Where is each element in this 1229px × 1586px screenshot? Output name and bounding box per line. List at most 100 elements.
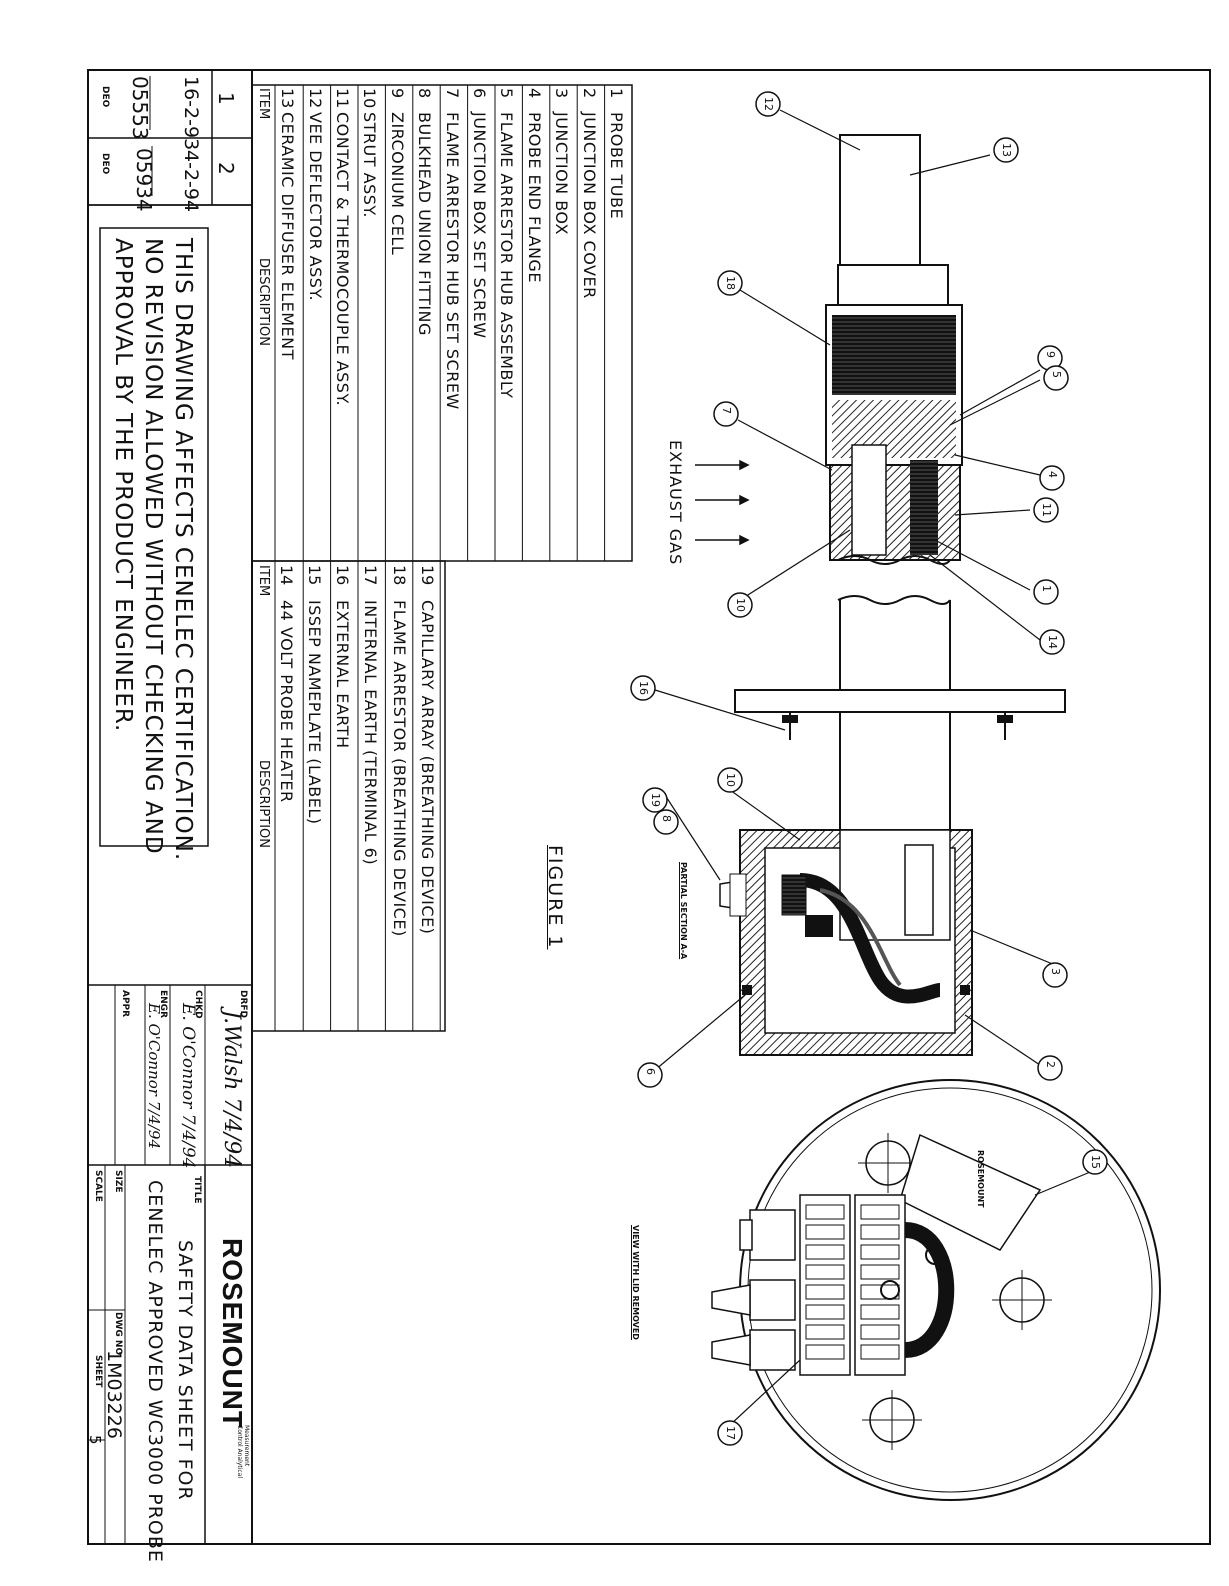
table-row-item: 14	[276, 565, 296, 586]
callout-number: 9	[1044, 351, 1057, 358]
table-row-description: 44 VOLT PROBE HEATER	[276, 600, 296, 803]
table-row-description: FLAME ARRESTOR HUB SET SCREW	[442, 112, 462, 410]
drfd-signature: J.Walsh 7/4/94	[219, 1010, 244, 1169]
callout-number: 5	[1050, 371, 1063, 378]
nameplate-label: ROSEMOUNT	[976, 1150, 985, 1208]
table-row-description: JUNCTION BOX COVER	[579, 112, 599, 299]
table-row-item: 9	[387, 88, 407, 99]
sheet-no: 5	[86, 1435, 104, 1445]
dwg-no: 1M03226	[103, 1350, 125, 1439]
callout-leaders	[654, 109, 1096, 1426]
table-row-item: 17	[361, 565, 381, 586]
table-header-description: DESCRIPTION	[256, 258, 271, 346]
revision-block	[87, 69, 253, 206]
revision-prefix: DEO	[100, 153, 110, 175]
callout-number: 14	[1046, 635, 1059, 649]
table-row-description: VEE DEFLECTOR ASSY.	[305, 112, 325, 302]
table-row-item: 10	[360, 88, 380, 109]
table-row-description: FLAME ARRESTOR HUB ASSEMBLY	[497, 112, 517, 399]
exhaust-gas-label: EXHAUST GAS	[666, 440, 685, 566]
revision-ref: 05553	[128, 76, 152, 140]
callout-number: 4	[1046, 471, 1059, 478]
table-row-item: 19	[418, 565, 437, 586]
callout-number: 10	[724, 773, 737, 787]
table-row-description: JUNCTION BOX SET SCREW	[470, 112, 489, 339]
table-row-item: 8	[415, 88, 435, 99]
revision-ref: 05934	[132, 148, 156, 212]
callout-number: 12	[762, 97, 775, 111]
table-row-description: JUNCTION BOX	[552, 112, 572, 235]
appr-label: APPR	[120, 990, 130, 1018]
table-row-item: 3	[552, 88, 572, 99]
parts-table-right-grid	[251, 560, 632, 1032]
probe-end-flange	[734, 689, 1066, 713]
table-row-item: 6	[470, 88, 489, 99]
view-lid-removed-label: VIEW WITH LID REMOVED	[631, 1225, 640, 1340]
table-row-description: BULKHEAD UNION FITTING	[415, 112, 435, 336]
sheet-label: SHEET	[93, 1355, 103, 1388]
title-label: TITLE	[192, 1176, 202, 1204]
revision-date: 4-2-94	[180, 150, 202, 213]
callout-number: 10	[734, 598, 747, 612]
dwg-no-label: DWG NO	[113, 1312, 123, 1356]
engr-signature: E. O'Connor 7/4/94	[145, 1003, 163, 1149]
table-row-description: INTERNAL EARTH (TERMINAL 6)	[361, 600, 381, 866]
table-row-item: 13	[278, 88, 298, 109]
table-row-item: 5	[497, 88, 517, 99]
chkd-signature: E. O'Connor 7/4/94	[178, 1003, 198, 1169]
table-row-description: CAPILLARY ARRAY (BREATHING DEVICE)	[418, 600, 437, 935]
title-line: SAFETY DATA SHEET FOR	[174, 1240, 196, 1501]
callout-number: 15	[1089, 1155, 1102, 1169]
callout-number: 11	[1040, 503, 1053, 517]
callout-number: 19	[649, 793, 662, 807]
table-row-item: 4	[524, 88, 544, 99]
callout-number: 2	[1044, 1061, 1057, 1068]
probe-assembly	[695, 134, 1066, 830]
table-header-item: ITEM	[256, 565, 271, 597]
table-row-description: CONTACT & THERMOCOUPLE ASSY.	[333, 112, 352, 407]
title-line: CENELEC APPROVED WC3000 PROBE	[144, 1180, 166, 1563]
callout-number: 18	[724, 276, 737, 290]
callout-number: 6	[644, 1068, 657, 1075]
table-row-description: STRUT ASSY.	[360, 112, 380, 218]
callout-number: 17	[724, 1426, 737, 1440]
callout-circles	[630, 91, 1108, 1446]
figure-title: FIGURE 1	[544, 845, 566, 950]
table-row-description: FLAME ARRESTOR (BREATHING DEVICE)	[389, 600, 409, 937]
callout-number: 3	[1049, 968, 1062, 975]
table-row-description: EXTERNAL EARTH	[333, 600, 353, 749]
table-row-item: 11	[333, 88, 352, 109]
table-row-description: CERAMIC DIFFUSER ELEMENT	[278, 112, 298, 360]
company-division: Measurement Control Analytical	[236, 1425, 250, 1479]
table-row-item: 16	[333, 565, 353, 586]
table-row-item: 12	[305, 88, 325, 109]
table-row-description: PROBE END FLANGE	[524, 112, 544, 283]
company-logo: ROSEMOUNT	[217, 1238, 248, 1429]
revision-prefix: DEO	[100, 86, 110, 108]
table-header-item: ITEM	[256, 88, 271, 120]
callout-number: 16	[637, 681, 650, 695]
size-label: SIZE	[113, 1170, 123, 1193]
junction-box-top-view	[711, 1079, 1161, 1501]
revision-number: 2	[214, 162, 238, 175]
notice-line: THIS DRAWING AFFECTS CENELEC CERTIFICATI…	[170, 238, 196, 862]
table-row-item: 15	[304, 565, 324, 586]
table-header-description: DESCRIPTION	[256, 760, 271, 848]
notice-line: APPROVAL BY THE PRODUCT ENGINEER.	[110, 238, 136, 733]
junction-box-section	[719, 829, 973, 1056]
callout-number: 1	[1040, 585, 1053, 592]
callout-number: 8	[660, 815, 673, 822]
scale-label: SCALE	[93, 1170, 103, 1202]
revision-number: 1	[214, 92, 238, 105]
table-row-item: 18	[389, 565, 409, 586]
table-row-item: 1	[607, 88, 626, 99]
revision-date: 16-2-93	[180, 76, 202, 151]
table-row-item: 7	[442, 88, 462, 99]
table-row-description: ZIRCONIUM CELL	[387, 112, 407, 256]
table-row-description: PROBE TUBE	[607, 112, 626, 220]
table-row-description: ISSEP NAMEPLATE (LABEL)	[304, 600, 324, 825]
title-block-grid	[87, 984, 252, 1545]
notice-box	[99, 227, 209, 847]
